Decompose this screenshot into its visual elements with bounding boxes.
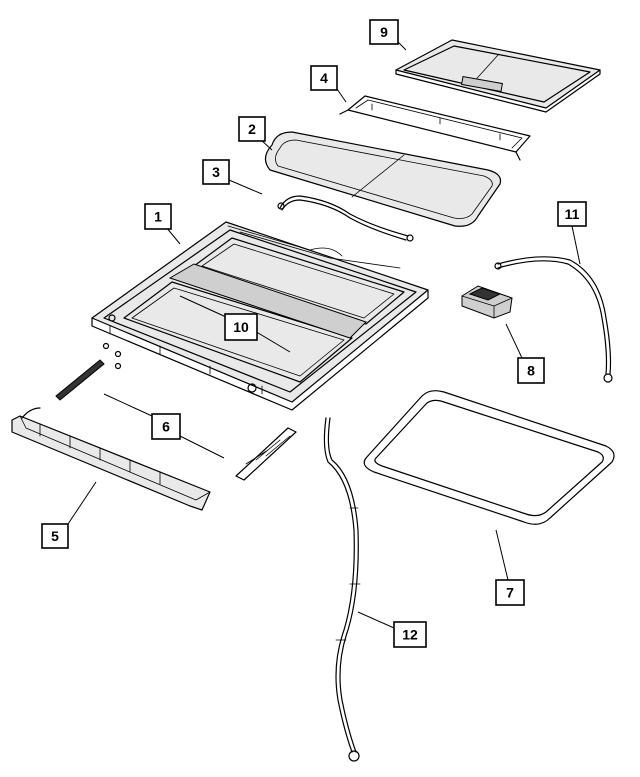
callout-label: 1: [154, 209, 162, 225]
callout-11: 11: [557, 201, 587, 227]
callout-2: 2: [238, 116, 266, 142]
part-4-deflector: [339, 95, 531, 161]
callout-4: 4: [310, 65, 338, 91]
part-6-hardware: [55, 342, 297, 481]
callout-label: 7: [506, 585, 514, 601]
part-11-drain-hose: [494, 256, 613, 383]
callout-1: 1: [144, 203, 172, 230]
part-2-glass-panel: [264, 131, 502, 227]
callout-3: 3: [202, 159, 230, 185]
callout-label: 12: [402, 627, 418, 643]
part-1-frame-assembly: [91, 221, 429, 411]
callout-label: 8: [527, 363, 535, 379]
callout-7: 7: [495, 579, 525, 606]
callout-label: 6: [162, 419, 170, 435]
part-8-motor: [461, 285, 513, 319]
callout-6: 6: [151, 413, 181, 440]
callout-10: 10: [224, 313, 258, 341]
callout-12: 12: [393, 621, 427, 648]
callout-label: 5: [51, 528, 59, 544]
part-9-sunshade: [395, 39, 601, 113]
part-5-trim: [11, 407, 211, 511]
callout-5: 5: [41, 523, 69, 549]
part-3-wire: [277, 195, 414, 242]
callout-label: 3: [212, 164, 220, 180]
part-7-seal: [363, 390, 615, 525]
part-12-drain-hose: [323, 417, 361, 762]
callout-label: 4: [320, 70, 328, 86]
callout-8: 8: [517, 357, 545, 384]
callout-label: 11: [565, 206, 580, 222]
callout-label: 10: [233, 319, 249, 335]
callout-label: 2: [248, 121, 256, 137]
callout-9: 9: [369, 19, 399, 45]
callout-label: 9: [380, 24, 388, 40]
